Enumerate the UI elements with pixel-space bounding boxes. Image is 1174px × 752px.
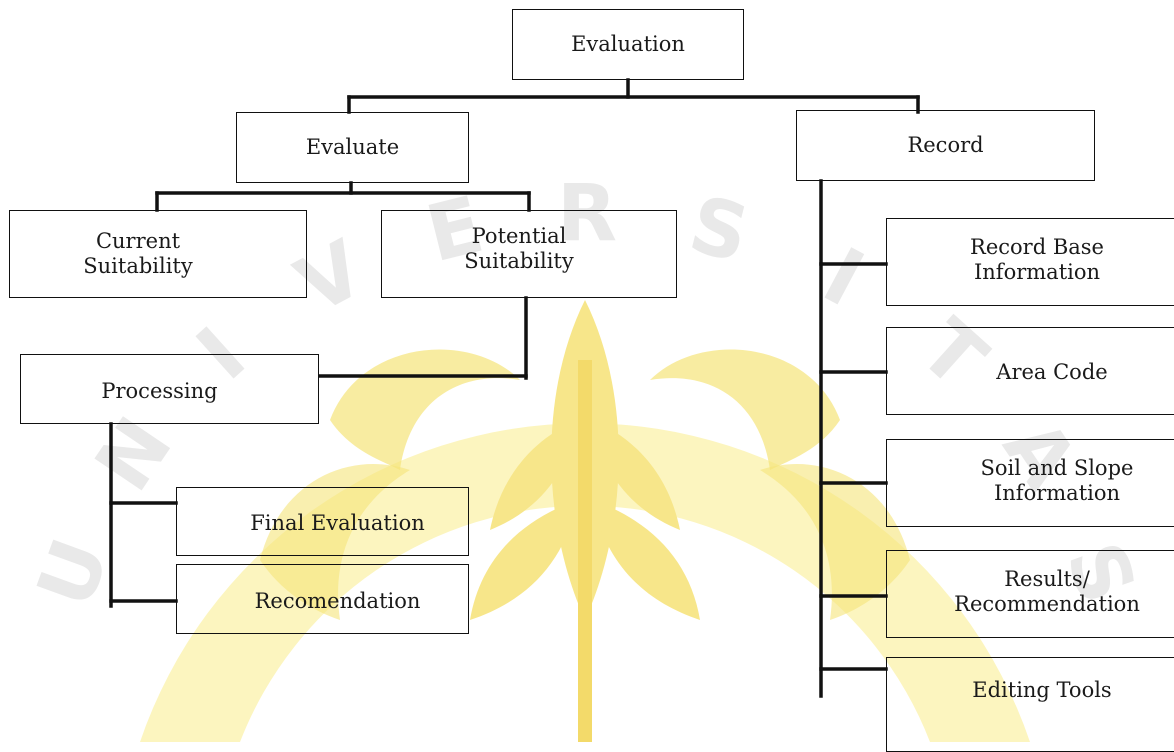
- node-final-evaluation: Final Evaluation: [176, 487, 469, 556]
- node-current-suitability: Current Suitability: [9, 210, 307, 298]
- node-potential-suitability-label: Potential Suitability: [464, 224, 574, 273]
- node-editing-tools: Editing Tools: [886, 657, 1174, 752]
- node-processing-label: Processing: [101, 379, 218, 403]
- node-final-evaluation-label: Final Evaluation: [250, 511, 425, 535]
- node-soil-slope-information-label: Soil and Slope Information: [980, 456, 1134, 505]
- node-results-recommendation: Results/ Recommendation: [886, 550, 1174, 638]
- node-recomendation-label: Recomendation: [254, 589, 421, 613]
- node-evaluate: Evaluate: [236, 112, 469, 183]
- node-area-code: Area Code: [886, 327, 1174, 415]
- node-evaluation: Evaluation: [512, 9, 744, 80]
- node-soil-slope-information: Soil and Slope Information: [886, 439, 1174, 527]
- node-record-base-information-label: Record Base Information: [970, 235, 1104, 284]
- node-evaluate-label: Evaluate: [305, 135, 400, 159]
- node-current-suitability-label: Current Suitability: [83, 229, 193, 278]
- node-evaluation-label: Evaluation: [571, 32, 685, 56]
- node-record-label: Record: [907, 133, 984, 157]
- node-processing: Processing: [20, 354, 319, 424]
- node-editing-tools-label: Editing Tools: [972, 678, 1112, 702]
- node-recomendation: Recomendation: [176, 564, 469, 634]
- watermark-letter: R: [557, 169, 617, 259]
- node-potential-suitability: Potential Suitability: [381, 210, 677, 298]
- node-record: Record: [796, 110, 1095, 181]
- node-area-code-label: Area Code: [996, 360, 1108, 384]
- node-results-recommendation-label: Results/ Recommendation: [954, 567, 1140, 616]
- node-record-base-information: Record Base Information: [886, 218, 1174, 306]
